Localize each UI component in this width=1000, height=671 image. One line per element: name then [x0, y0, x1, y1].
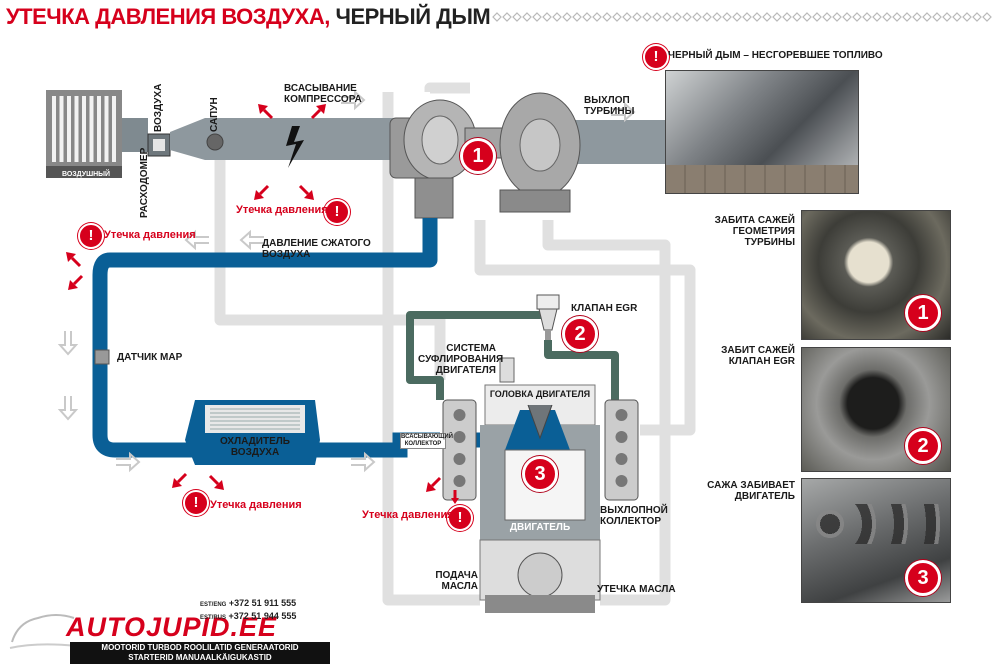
compressed-air-pipe	[92, 218, 438, 458]
label-breather: САПУН	[209, 97, 220, 132]
label-exhaust-manifold: ВЫХЛОПНОЙ КОЛЛЕКТОР	[600, 505, 668, 527]
egr-pipe-right	[544, 340, 619, 400]
car-silhouette-logo	[9, 614, 77, 649]
label-intercooler: ОХЛАДИТЕЛЬ ВОЗДУХА	[220, 436, 290, 458]
label-egr-valve: КЛАПАН EGR	[571, 303, 638, 314]
label-pressure-leak-2: Утечка давления	[104, 229, 196, 241]
intake-manifold	[442, 399, 477, 501]
warning-icon-smoke: !	[643, 44, 669, 70]
phone-rus: +372 51 944 555	[228, 611, 297, 621]
egr-pipe-left	[406, 311, 548, 400]
black-smoke-photo	[665, 70, 859, 194]
map-sensor-box	[94, 349, 110, 365]
label-engine: ДВИГАТЕЛЬ	[509, 522, 571, 533]
label-air-filter: ВОЗДУШНЫЙ ФИЛЬТР	[61, 171, 111, 189]
side-number-3: 3	[905, 560, 941, 596]
side-caption-2: ЗАБИТ САЖЕЙ КЛАПАН EGR	[721, 345, 795, 367]
intercooler	[185, 400, 320, 465]
label-intake-manifold: ВСАСЫВАЮЩИЙ КОЛЛЕКТОР	[400, 433, 453, 449]
breather-port	[206, 133, 224, 151]
crankcase-vent	[499, 357, 515, 383]
label-map-sensor: ДАТЧИК MAP	[117, 352, 183, 363]
egr-valve	[536, 294, 560, 340]
marker-2-egr: 2	[562, 316, 598, 352]
side-caption-1: ЗАБИТА САЖЕЙ ГЕОМЕТРИЯ ТУРБИНЫ	[714, 215, 795, 248]
warning-icon-leak-4: !	[447, 505, 473, 531]
brand-logo: AUTOJUPID.EE	[66, 612, 278, 642]
title-part2: ЧЕРНЫЙ ДЫМ	[335, 4, 491, 29]
label-pressure-leak-3: Утечка давления	[210, 499, 302, 511]
footer-line-1: MOOTORID TURBOD ROOLILATID GENERAATORID	[101, 643, 299, 652]
side-number-1: 1	[905, 295, 941, 331]
phone-eng: +372 51 911 555	[228, 598, 297, 608]
label-compressor-intake: ВСАСЫВАНИЕ КОМПРЕССОРА	[284, 83, 362, 105]
phone-eng-label: EST/ENG	[200, 602, 227, 608]
label-flowmeter: РАСХОДОМЕР	[139, 147, 150, 218]
engine-block	[479, 384, 601, 613]
label-oil-leak: УТЕЧКА МАСЛА	[597, 584, 676, 595]
label-pressure-leak-4: Утечка давления	[362, 509, 454, 521]
title-part1: УТЕЧКА ДАВЛЕНИЯ ВОЗДУХА,	[6, 4, 330, 29]
label-black-smoke: ЧЕРНЫЙ ДЫМ – НЕСГОРЕВШЕЕ ТОПЛИВО	[668, 50, 883, 61]
label-compressed-air: ДАВЛЕНИЕ СЖАТОГО ВОЗДУХА	[262, 238, 371, 260]
marker-1-turbo: 1	[460, 138, 496, 174]
side-number-2: 2	[905, 428, 941, 464]
footer-line-2: STARTERID MANUAALKÄIGUKASTID	[128, 653, 272, 662]
marker-3-engine: 3	[522, 456, 558, 492]
phone-rus-label: EST/RUS	[200, 615, 227, 621]
warning-icon-leak-3: !	[183, 490, 209, 516]
warning-icon-leak-1: !	[324, 199, 350, 225]
footer-tagline: MOOTORID TURBOD ROOLILATID GENERAATORID …	[70, 642, 330, 664]
side-caption-3: САЖА ЗАБИВАЕТ ДВИГАТЕЛЬ	[707, 480, 795, 502]
label-turbine-exhaust: ВЫХЛОП ТУРБИНЫ	[584, 95, 635, 117]
label-pressure-leak-1: Утечка давления	[236, 204, 328, 216]
decorative-diamond-strip	[492, 12, 992, 22]
label-oil-supply: ПОДАЧА МАСЛА	[435, 570, 478, 592]
air-filter	[46, 90, 122, 178]
exhaust-manifold	[604, 399, 639, 501]
label-air: ВОЗДУХА	[153, 83, 164, 132]
footer-phones: EST/ENG +372 51 911 555 EST/RUS +372 51 …	[200, 598, 296, 624]
turbocharger	[389, 92, 581, 219]
page-title: УТЕЧКА ДАВЛЕНИЯ ВОЗДУХА, ЧЕРНЫЙ ДЫМ	[6, 4, 491, 30]
label-cylinder-head: ГОЛОВКА ДВИГАТЕЛЯ	[489, 389, 591, 399]
warning-icon-leak-2: !	[78, 223, 104, 249]
lightning-icon	[286, 126, 304, 168]
label-crankcase-vent: СИСТЕМА СУФЛИРОВАНИЯ ДВИГАТЕЛЯ	[418, 343, 504, 376]
